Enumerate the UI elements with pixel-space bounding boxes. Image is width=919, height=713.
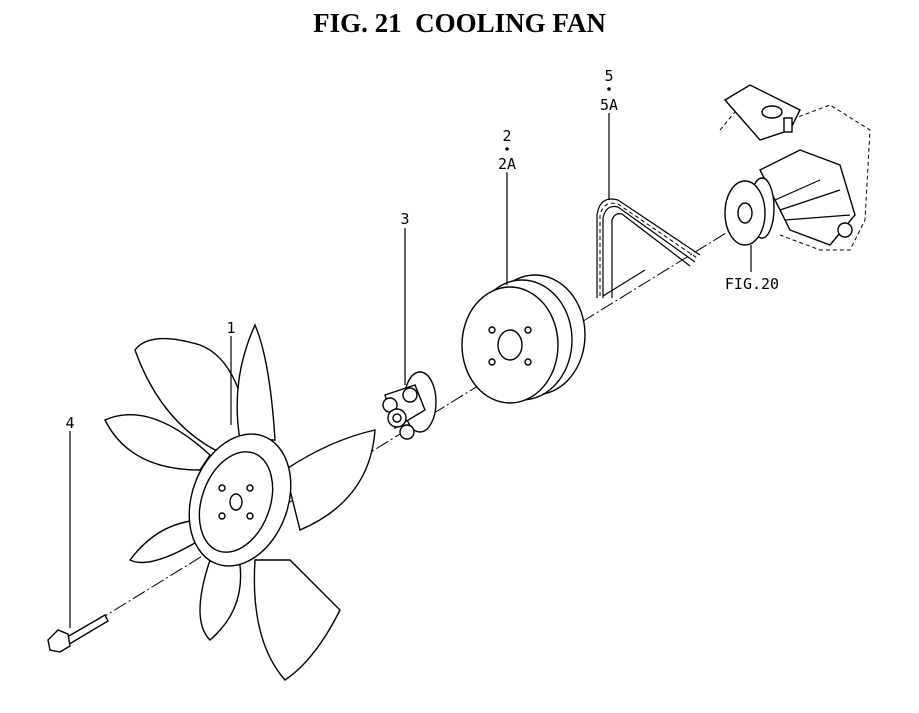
- spacer-illustration: [382, 371, 437, 440]
- callout-4: 4: [65, 414, 74, 432]
- bolt-illustration: [47, 614, 109, 653]
- cooling-fan-illustration: [104, 323, 376, 681]
- center-line: [57, 211, 761, 646]
- callout-2: 2: [502, 127, 511, 145]
- callout-1: 1: [226, 319, 235, 337]
- pulley-illustration: [461, 274, 586, 404]
- separator-dot-2: [505, 147, 509, 151]
- callout-5: 5: [604, 67, 613, 85]
- separator-dot-5: [607, 87, 611, 91]
- callout-5a: 5A: [600, 96, 618, 114]
- water-pump-illustration: [719, 84, 871, 251]
- figure-title: FIG. 21 COOLING FAN: [313, 8, 606, 38]
- callout-2a: 2A: [498, 155, 516, 173]
- v-belt-illustration: [596, 198, 701, 298]
- callout-3: 3: [400, 210, 409, 228]
- callout-fig20: FIG.20: [725, 275, 779, 293]
